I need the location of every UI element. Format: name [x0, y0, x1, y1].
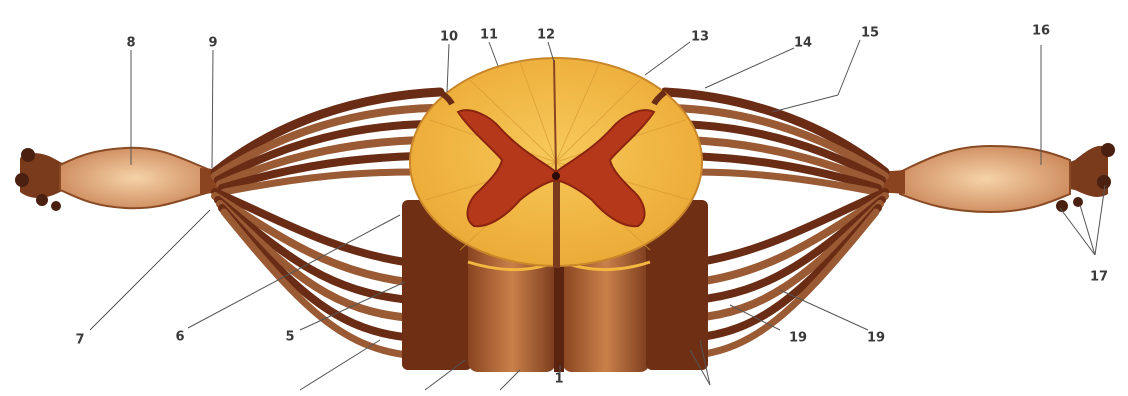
spinal-cord-cross-section	[410, 58, 702, 268]
left-spinal-ganglion	[60, 148, 210, 208]
label-15: 15	[861, 26, 879, 41]
label-5: 5	[285, 330, 294, 345]
left-ventral-rootlets	[215, 192, 416, 356]
label-10: 10	[440, 30, 458, 45]
label-19: 19	[789, 331, 807, 346]
label-12: 12	[537, 28, 555, 43]
left-spinal-nerve	[15, 148, 230, 211]
label-8: 8	[126, 36, 135, 51]
label-13: 13	[691, 30, 709, 45]
label-19-second: 19	[867, 331, 885, 346]
right-spinal-nerve	[875, 143, 1115, 212]
label-16: 16	[1032, 24, 1050, 39]
label-11: 11	[480, 28, 498, 43]
label-14: 14	[794, 36, 812, 51]
label-17: 17	[1090, 270, 1108, 285]
right-ventral-rootlets	[690, 192, 885, 356]
label-7: 7	[75, 333, 84, 348]
label-9: 9	[208, 36, 217, 51]
label-1: 1	[554, 372, 563, 387]
left-dorsal-rootlets	[215, 92, 440, 192]
right-spinal-ganglion	[900, 146, 1070, 212]
central-canal	[552, 172, 560, 180]
anterior-median-fissure	[553, 180, 560, 268]
label-6: 6	[175, 330, 184, 345]
